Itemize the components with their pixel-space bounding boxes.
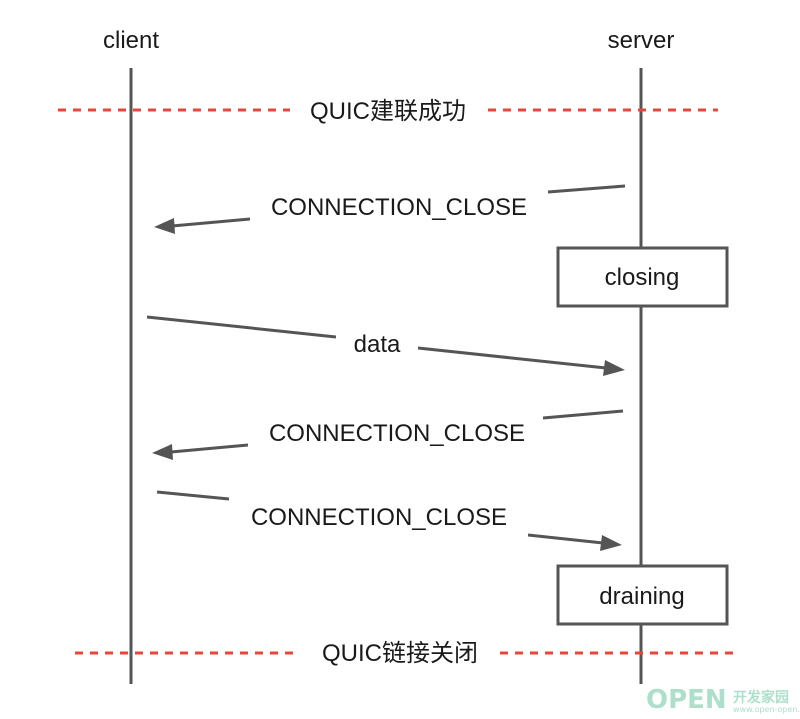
server-label: server xyxy=(608,27,675,54)
message-connection-close-3: CONNECTION_CLOSE xyxy=(156,490,622,551)
client-label: client xyxy=(103,27,159,54)
svg-text:开发家园: 开发家园 xyxy=(733,689,789,706)
message-label: data xyxy=(354,331,401,358)
message-label: CONNECTION_CLOSE xyxy=(269,420,525,447)
arrowhead-icon xyxy=(154,218,175,234)
message-connection-close-1: CONNECTION_CLOSE xyxy=(154,184,626,234)
closing-label: closing xyxy=(605,264,680,291)
arrowhead-icon xyxy=(603,360,625,376)
svg-text:www.open-open.com: www.open-open.com xyxy=(733,705,800,714)
svg-text:OPEN: OPEN xyxy=(646,685,727,715)
closing-state: closing xyxy=(556,246,729,308)
draining-label: draining xyxy=(599,583,684,610)
arrowhead-icon xyxy=(152,444,173,460)
message-connection-close-2: CONNECTION_CLOSE xyxy=(152,409,624,460)
draining-state: draining xyxy=(556,564,729,626)
established-separator: QUIC建联成功 xyxy=(58,98,718,125)
message-data: data xyxy=(146,315,625,376)
closed-separator: QUIC链接关闭 xyxy=(75,640,735,667)
message-label: CONNECTION_CLOSE xyxy=(271,194,527,221)
established-label: QUIC建联成功 xyxy=(310,98,466,125)
message-label: CONNECTION_CLOSE xyxy=(251,504,507,531)
closed-label: QUIC链接关闭 xyxy=(322,640,478,667)
arrowhead-icon xyxy=(600,535,622,551)
watermark-logo: OPEN 开发家园 www.open-open.com xyxy=(646,685,800,715)
